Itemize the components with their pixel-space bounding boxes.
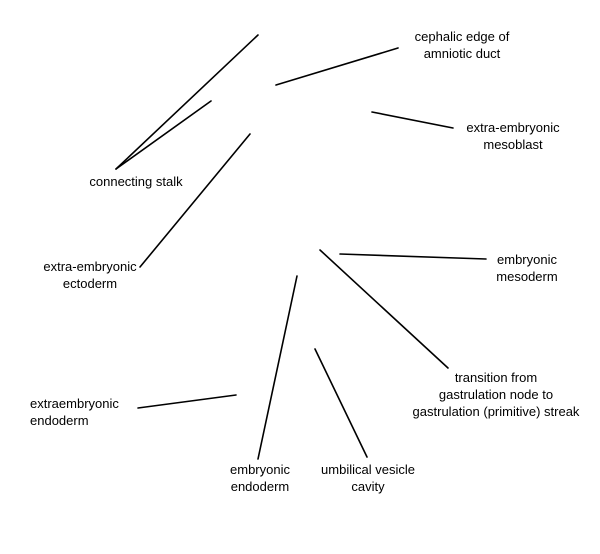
- label-extra-embryonic-mesoblast: extra-embryonic mesoblast: [466, 120, 560, 152]
- leader-line-extraembryonic-endoderm: [137, 394, 237, 409]
- label-embryonic-mesoderm: embryonic mesoderm: [496, 252, 558, 284]
- leader-line-transition: [319, 249, 449, 369]
- label-extra-embryonic-ectoderm: extra-embryonic ectoderm: [43, 259, 137, 291]
- label-extraembryonic-endoderm: extraembryonic endoderm: [30, 396, 119, 428]
- leader-line-umbilical-vesicle-cavity: [314, 348, 368, 458]
- leader-line-extra-embryonic-ectoderm: [139, 133, 251, 268]
- leader-line-embryonic-endoderm: [257, 275, 298, 460]
- label-transition-from-gastrulation-node: transition from gastrulation node to gas…: [412, 370, 580, 419]
- leader-line-extra-embryonic-mesoblast: [371, 111, 454, 129]
- leader-line-cephalic-edge: [275, 47, 399, 86]
- leader-line-embryonic-mesoderm: [339, 253, 487, 260]
- label-embryonic-endoderm: embryonic endoderm: [230, 462, 290, 494]
- label-cephalic-edge-of-amniotic-duct: cephalic edge of amniotic duct: [414, 29, 510, 61]
- leader-line-connecting-stalk-upper: [115, 34, 259, 170]
- label-connecting-stalk: connecting stalk: [89, 174, 183, 189]
- label-umbilical-vesicle-cavity: umbilical vesicle cavity: [321, 462, 415, 494]
- leader-line-connecting-stalk-lower: [115, 100, 212, 170]
